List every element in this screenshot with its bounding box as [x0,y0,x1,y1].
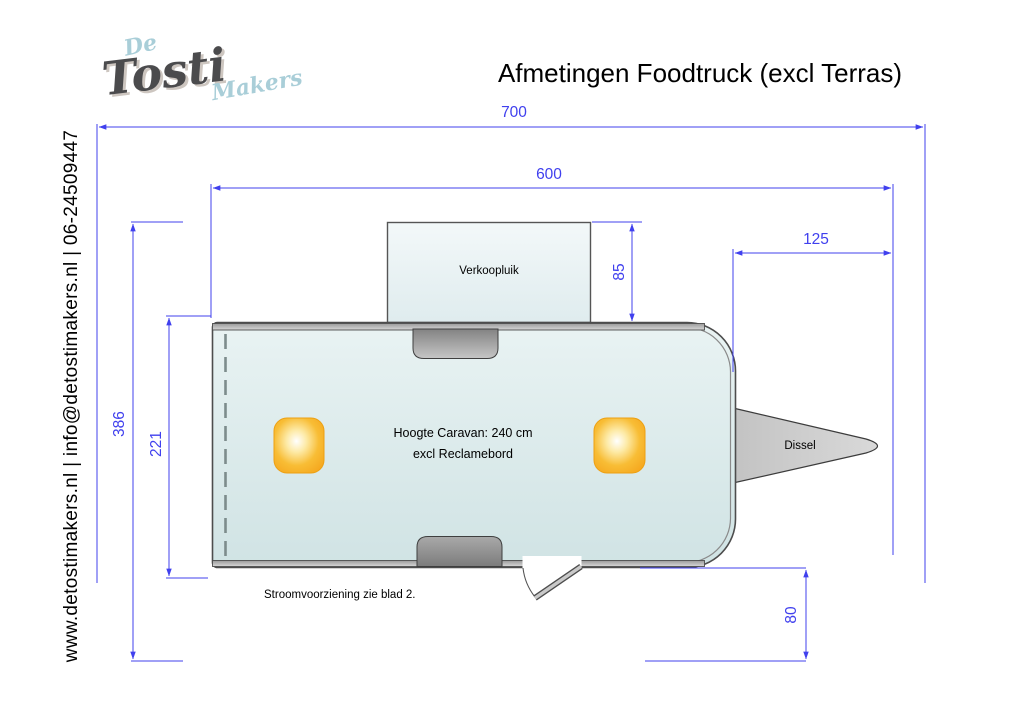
dissel-hitch-shape [732,407,879,484]
door-swing-arc [522,567,536,598]
dim-label-125: 125 [803,231,829,248]
dim-label-386: 386 [111,411,128,437]
dim-label-600: 600 [536,166,562,183]
dissel-label: Dissel [784,440,816,452]
door-panel [534,565,582,600]
verkoopluik-hatch-shape [386,221,592,324]
dim-label-80: 80 [783,606,800,624]
logo-word-tosti: Tosti [99,37,230,107]
page-title: Afmetingen Foodtruck (excl Terras) [497,58,903,88]
door-opening-gap [522,556,582,572]
dimension-lines [96,124,926,662]
power-supply-note: Stroomvoorziening zie blad 2. [264,589,416,601]
contact-info-sidebar: www.detostimakers.nl | info@detostimaker… [61,129,82,663]
tosti-makers-logo: De Tosti Makers [97,17,313,126]
dim-label-221: 221 [148,431,165,457]
dim-label-700: 700 [501,104,527,121]
verkoopluik-label: Verkoopluik [459,265,519,277]
body-inner-wall-line [683,326,732,564]
caravan-height-note: Hoogte Caravan: 240 cm excl Reclamebord [394,423,533,465]
dim-label-85: 85 [611,263,628,281]
light-left [273,417,325,474]
caravan-height-line1: Hoogte Caravan: 240 cm [393,426,533,440]
light-right [593,417,646,474]
wheel-top [412,328,499,359]
wheel-bottom [416,536,503,567]
caravan-height-line2: excl Reclamebord [412,447,514,461]
